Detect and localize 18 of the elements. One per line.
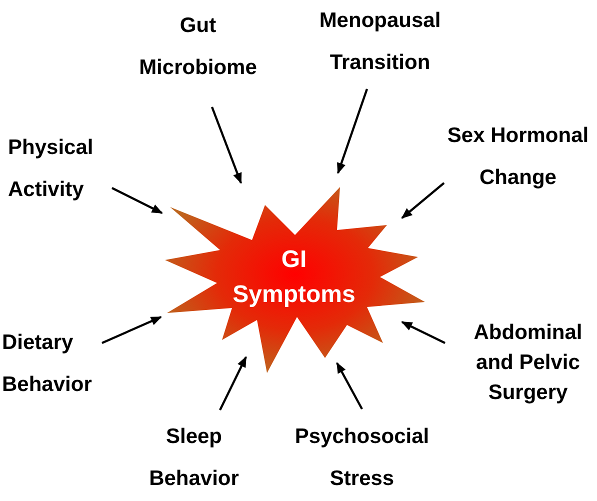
factor-label: Gut Microbiome	[137, 5, 259, 89]
factor-label: Physical Activity	[8, 127, 98, 211]
factor-label: Psychosocial Stress	[293, 416, 431, 500]
arrow	[210, 106, 242, 184]
arrow	[401, 321, 446, 344]
arrow	[112, 187, 163, 214]
arrow	[401, 182, 445, 219]
arrow	[336, 362, 363, 410]
center-label: GI Symptoms	[232, 245, 356, 310]
factor-label: Abdominal and Pelvic Surgery	[472, 318, 584, 408]
factor-label: Dietary Behavior	[2, 322, 96, 406]
arrow	[219, 356, 247, 410]
starburst-shape	[165, 187, 425, 373]
arrow	[102, 316, 162, 344]
factor-label: Sleep Behavior	[147, 416, 241, 500]
arrow	[336, 88, 368, 174]
factor-label: Menopausal Transition	[317, 0, 443, 84]
factor-label: Sex Hormonal Change	[445, 115, 591, 199]
